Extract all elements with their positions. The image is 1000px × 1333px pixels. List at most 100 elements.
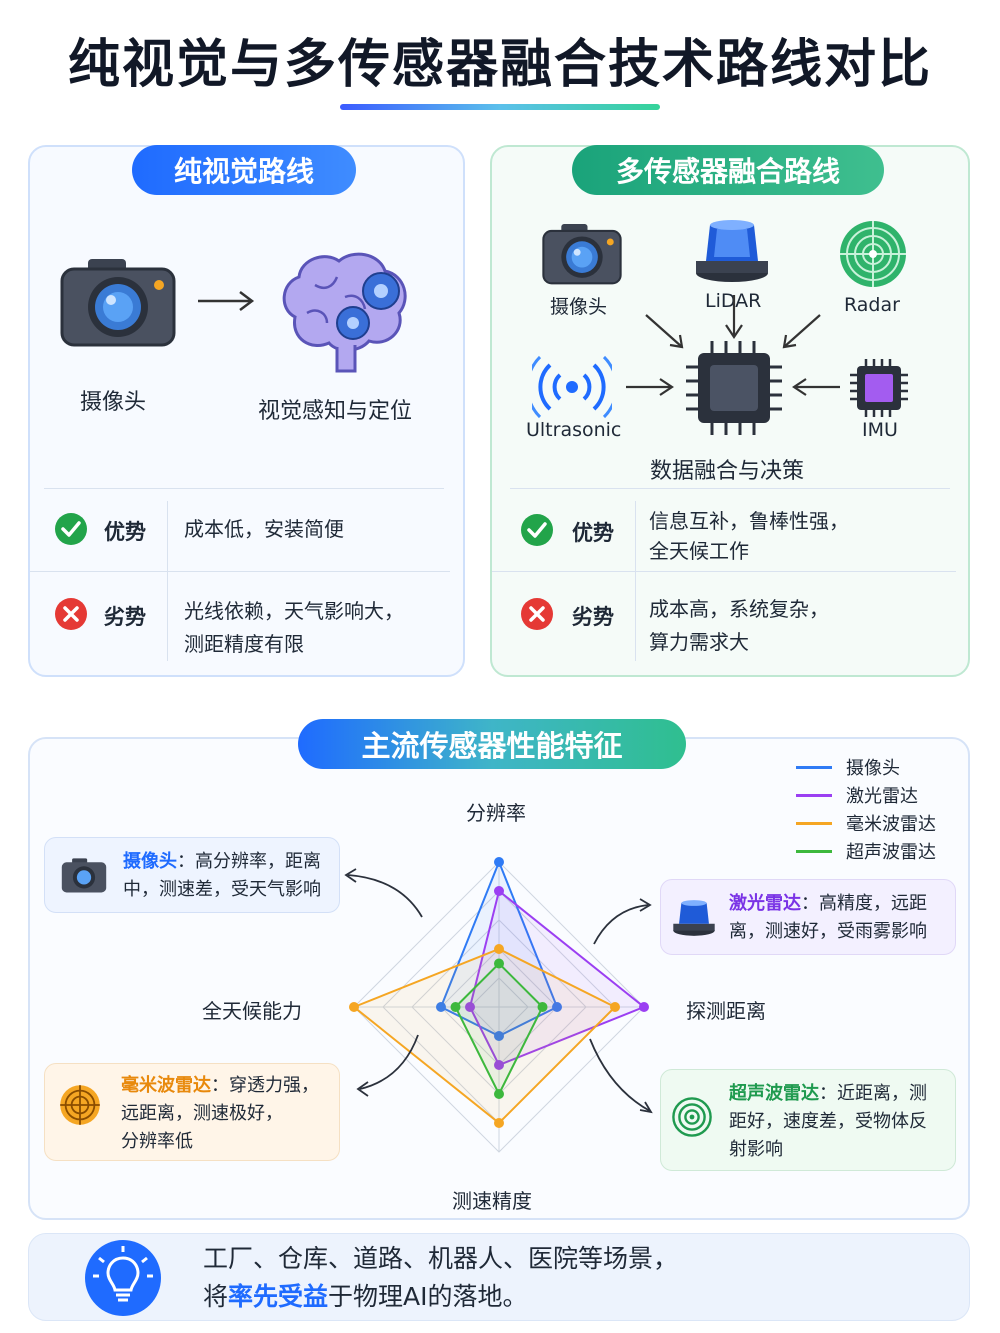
legend-swatch-2	[796, 821, 832, 825]
check-icon	[521, 514, 553, 546]
legend-item: 摄像头	[796, 753, 936, 781]
chart-legend: 摄像头 激光雷达 毫米波雷达 超声波雷达	[796, 753, 936, 865]
radar-point-1-2	[494, 1060, 504, 1070]
footer-line-1: 工厂、仓库、道路、机器人、医院等场景，	[203, 1244, 679, 1273]
processor-icon	[686, 341, 782, 435]
ultrasonic-radar-icon	[672, 1097, 712, 1137]
fusion-advantage-line-2: 全天候工作	[649, 539, 749, 563]
legend-item: 激光雷达	[796, 781, 936, 809]
vision-advantage-key: 优势	[104, 520, 146, 544]
imu-icon	[850, 359, 908, 417]
vision-output-label: 视觉感知与定位	[258, 399, 413, 424]
radar-chart	[349, 857, 649, 1153]
radar-icon	[840, 221, 906, 287]
legend-label: 超声波雷达	[846, 842, 936, 863]
performance-header: 主流传感器性能特征	[298, 719, 686, 769]
cross-icon	[521, 598, 553, 630]
footer-line-2-pre: 将	[203, 1282, 229, 1311]
fusion-disadvantage-line-1: 成本高，系统复杂，	[649, 597, 829, 621]
fusion-advantage-line-1: 信息互补，鲁棒性强，	[649, 509, 849, 533]
radar-point-3-1	[537, 1002, 548, 1012]
fusion-arrows	[626, 295, 840, 396]
radar-point-2-2	[494, 1118, 504, 1128]
footer-line-2-post: 于物理AI的落地。	[328, 1282, 528, 1311]
mmwave-note-line-2: 远距离，测速极好，	[121, 1103, 283, 1124]
ultrasonic-icon	[532, 355, 612, 419]
lidar-note-rest: ：高精度，远距	[801, 893, 927, 914]
mmwave-note-rest: ：穿透力强，	[211, 1075, 319, 1096]
fusion-divider-1	[510, 488, 950, 489]
footer-line-2: 将率先受益于物理AI的落地。	[203, 1278, 678, 1316]
fusion-center-label: 数据融合与决策	[650, 459, 805, 484]
radar-point-0-2	[494, 1031, 504, 1041]
footer-text: 工厂、仓库、道路、机器人、医院等场景， 将率先受益于物理AI的落地。	[203, 1240, 678, 1316]
mmwave-note: 毫米波雷达：穿透力强， 远距离，测速极好， 分辨率低	[44, 1063, 340, 1161]
radar-point-3-3	[450, 1002, 461, 1012]
axis-label-weather: 全天候能力	[202, 999, 302, 1023]
cross-icon	[55, 598, 87, 630]
ultrasonic-note-line-2: 距好，速度差，受物体反	[729, 1111, 927, 1132]
title-underline	[340, 104, 660, 110]
camera-icon	[61, 858, 107, 893]
fusion-disadvantage-line-2: 算力需求大	[649, 630, 749, 654]
radar-point-0-0	[494, 857, 504, 867]
brain-gear-icon	[282, 252, 407, 373]
fusion-ultrasonic-label: Ultrasonic	[526, 419, 622, 441]
radar-point-1-1	[639, 1002, 649, 1012]
note-arrows	[344, 868, 653, 1114]
radar-point-0-3	[436, 1002, 446, 1012]
footer-banner: 工厂、仓库、道路、机器人、医院等场景， 将率先受益于物理AI的落地。	[28, 1233, 970, 1321]
fusion-camera-label: 摄像头	[550, 296, 608, 318]
lidar-note-title: 激光雷达	[729, 893, 801, 914]
ultrasonic-note-title: 超声波雷达	[729, 1083, 819, 1104]
fusion-header: 多传感器融合路线	[572, 145, 884, 195]
mmwave-note-line-1: 毫米波雷达：穿透力强，	[121, 1072, 319, 1100]
fusion-panel: 多传感器融合路线 摄像头 LiDAR Radar	[490, 145, 970, 677]
vision-divider-2	[30, 571, 450, 572]
lidar-note-line-2: 离，测速好，受雨雾影响	[729, 921, 927, 942]
arrow-right-icon	[198, 291, 255, 311]
fusion-divider-2	[492, 571, 956, 572]
page-title: 纯视觉与多传感器融合技术路线对比	[67, 35, 932, 95]
legend-label: 摄像头	[846, 758, 900, 779]
legend-swatch-3	[796, 849, 832, 853]
mmwave-note-line-3: 分辨率低	[121, 1131, 193, 1152]
vision-advantage-text: 成本低，安装简便	[184, 517, 344, 541]
axis-label-range: 探测距离	[686, 999, 766, 1023]
fusion-imu-label: IMU	[862, 419, 898, 441]
vision-disadvantage-key: 劣势	[104, 605, 146, 629]
camera-note: 摄像头：高分辨率，距离 中，测速差，受天气影响	[44, 837, 340, 913]
vision-header: 纯视觉路线	[132, 145, 356, 195]
fusion-advantage-key: 优势	[572, 521, 614, 545]
lidar-note-line-1: 激光雷达：高精度，远距	[729, 890, 927, 918]
axis-label-resolution: 分辨率	[466, 801, 526, 825]
lidar-note: 激光雷达：高精度，远距 离，测速好，受雨雾影响	[660, 879, 956, 955]
vision-panel: 纯视觉路线 摄像头 视觉感知与定位 优势 成本低，安装简便	[28, 145, 465, 677]
fusion-radar-label: Radar	[844, 294, 900, 316]
vision-divider-1	[44, 488, 444, 489]
legend-label: 毫米波雷达	[846, 814, 936, 835]
footer-highlight: 率先受益	[228, 1282, 329, 1311]
radar-point-0-1	[552, 1002, 562, 1012]
vision-disadvantage-line-2: 测距精度有限	[184, 632, 304, 656]
camera-note-rest: ：高分辨率，距离	[177, 851, 321, 872]
check-icon	[55, 513, 87, 545]
axis-label-speed: 测速精度	[452, 1189, 532, 1213]
radar-point-2-1	[610, 1002, 620, 1012]
radar-point-3-2	[494, 1089, 504, 1099]
radar-point-1-0	[494, 886, 504, 896]
mmwave-radar-icon	[60, 1085, 100, 1125]
camera-icon	[60, 259, 176, 347]
legend-item: 毫米波雷达	[796, 809, 936, 837]
ultrasonic-note-rest: ：近距离，测	[819, 1083, 927, 1104]
lidar-icon	[673, 900, 715, 936]
performance-panel: 主流传感器性能特征 摄像头 激光雷达 毫米波雷达 超声波雷达 分辨率 探测距离 …	[28, 719, 970, 1220]
lightbulb-icon	[85, 1240, 161, 1316]
legend-label: 激光雷达	[846, 786, 918, 807]
ultrasonic-note-line-1: 超声波雷达：近距离，测	[729, 1080, 927, 1108]
ultrasonic-note: 超声波雷达：近距离，测 距好，速度差，受物体反 射影响	[660, 1069, 956, 1171]
radar-point-2-0	[494, 944, 504, 954]
ultrasonic-note-line-3: 射影响	[729, 1139, 783, 1160]
vision-disadvantage-line-1: 光线依赖，天气影响大，	[184, 599, 404, 623]
radar-point-2-3	[349, 1002, 359, 1012]
